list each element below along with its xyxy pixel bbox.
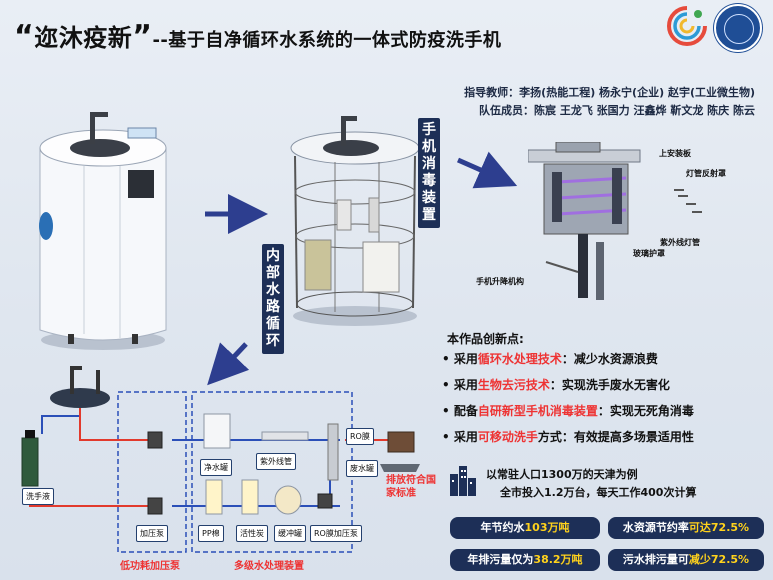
machine-exterior-illustration: [39, 112, 167, 350]
innovation-item-4-hl: 可移动洗手: [477, 430, 538, 444]
innovation-item-1-pre: 采用: [453, 352, 478, 366]
flow-label-ro-membrane: RO膜: [346, 428, 374, 445]
stat-discharge-reduction: 污水排污量可减少72.5%: [608, 549, 764, 571]
flow-label-pp-cotton: PP棉: [198, 525, 224, 542]
innovation-item-4: • 采用可移动洗手方式：有效提高多场景适用性: [442, 430, 694, 444]
callout-internal-water-text: 内部水路循环: [266, 248, 280, 349]
flow-label-clean-tank: 净水罐: [200, 459, 232, 476]
flow-label-buffer-tank: 缓冲罐: [274, 525, 306, 542]
innovation-item-2-post: ：实现洗手废水无害化: [549, 378, 670, 392]
callout-hand-disinfect-text: 手机消毒装置: [422, 122, 436, 223]
innovation-item-3: • 配备自研新型手机消毒装置：实现无死角消毒: [442, 404, 694, 418]
label-top-plate: 上安装板: [659, 149, 691, 158]
flow-group-low-power: 低功耗加压泵: [120, 561, 180, 572]
disinfection-device-illustration: [528, 142, 641, 300]
basis-line-1: 以常驻人口1300万的天津为例: [486, 468, 638, 481]
innovation-item-3-hl: 自研新型手机消毒装置: [477, 404, 598, 418]
flow-label-hand-soap: 洗手液: [22, 488, 54, 505]
stat-saving-rate: 水资源节约率可达72.5%: [608, 517, 764, 539]
stat-water-saved: 年节约水103万吨: [450, 517, 600, 539]
advisors-names: 李扬(热能工程) 杨永宁(企业) 赵宇(工业微生物): [519, 86, 755, 99]
advisors-label: 指导教师：: [464, 86, 520, 99]
competition-logo-icon: [667, 6, 707, 46]
innovation-item-3-pre: 配备: [453, 404, 478, 418]
stat-discharge-reduction-label: 污水排污量可: [622, 553, 689, 566]
title-main: 迩沐疫新: [34, 24, 133, 52]
innovation-item-2-pre: 采用: [453, 378, 478, 392]
stat-discharge-label: 年排污量仅为: [467, 553, 534, 566]
innovation-item-3-post: ：实现无死角消毒: [597, 404, 694, 418]
stat-water-saved-value: 103万吨: [524, 521, 570, 534]
stat-saving-rate-value: 可达72.5%: [688, 521, 750, 534]
flow-label-discharge: 排放符合国家标准: [386, 475, 436, 499]
innovation-item-1-hl: 循环水处理技术: [477, 352, 562, 366]
lamp-clips-icon: [674, 189, 702, 213]
title-quote-close: ”: [132, 19, 153, 54]
members-names: 陈宸 王龙飞 张国力 汪鑫烨 靳文龙 陈庆 陈云: [534, 104, 755, 117]
university-seal-icon: [714, 4, 762, 52]
stat-water-saved-label: 年节约水: [480, 521, 525, 534]
flow-label-waste-tank: 废水罐: [346, 460, 378, 477]
label-lamp-reflector: 灯管反射罩: [686, 169, 726, 178]
stat-discharge-reduction-value: 减少72.5%: [688, 553, 750, 566]
city-buildings-icon: [450, 466, 476, 496]
innovation-item-4-post: 方式：有效提高多场景适用性: [537, 430, 694, 444]
title-subtitle: --基于自净循环水系统的一体式防疫洗手机: [152, 30, 502, 51]
basis-line-2: 全市投入1.2万台，每天工作400次计算: [500, 486, 697, 499]
flow-label-uv-pipe: 紫外线管: [256, 453, 296, 470]
innovation-heading: 本作品创新点:: [447, 332, 524, 346]
innovation-item-1: • 采用循环水处理技术：减少水资源浪费: [442, 352, 658, 366]
flow-label-activated-carbon: 活性炭: [236, 525, 268, 542]
innovation-item-4-pre: 采用: [453, 430, 478, 444]
label-glass-cover: 玻璃护罩: [633, 249, 665, 258]
machine-interior-illustration: [290, 116, 420, 326]
callout-internal-water: 内部水路循环: [262, 244, 284, 354]
label-uv-lamp: 紫外线灯管: [660, 238, 700, 247]
title-quote-open: “: [14, 19, 35, 54]
innovation-item-1-post: ：减少水资源浪费: [561, 352, 658, 366]
flow-label-ro-booster: RO膜加压泵: [310, 525, 362, 542]
innovation-item-2-hl: 生物去污技术: [477, 378, 550, 392]
water-flow-schematic: [21, 366, 420, 553]
callout-hand-disinfect: 手机消毒装置: [418, 118, 440, 228]
poster-title: “迩沐疫新”--基于自净循环水系统的一体式防疫洗手机: [14, 18, 501, 54]
label-lift-mechanism: 手机升降机构: [476, 277, 524, 286]
stat-saving-rate-label: 水资源节约率: [622, 521, 689, 534]
stat-discharge: 年排污量仅为38.2万吨: [450, 549, 600, 571]
stat-discharge-value: 38.2万吨: [533, 553, 583, 566]
flow-label-booster-pump: 加压泵: [136, 525, 168, 542]
flow-group-multi-stage: 多级水处理装置: [234, 561, 304, 572]
members-line: 队伍成员：陈宸 王龙飞 张国力 汪鑫烨 靳文龙 陈庆 陈云: [479, 102, 755, 118]
members-label: 队伍成员：: [479, 104, 535, 117]
advisors-line: 指导教师：李扬(热能工程) 杨永宁(企业) 赵宇(工业微生物): [464, 84, 755, 100]
innovation-item-2: • 采用生物去污技术：实现洗手废水无害化: [442, 378, 670, 392]
